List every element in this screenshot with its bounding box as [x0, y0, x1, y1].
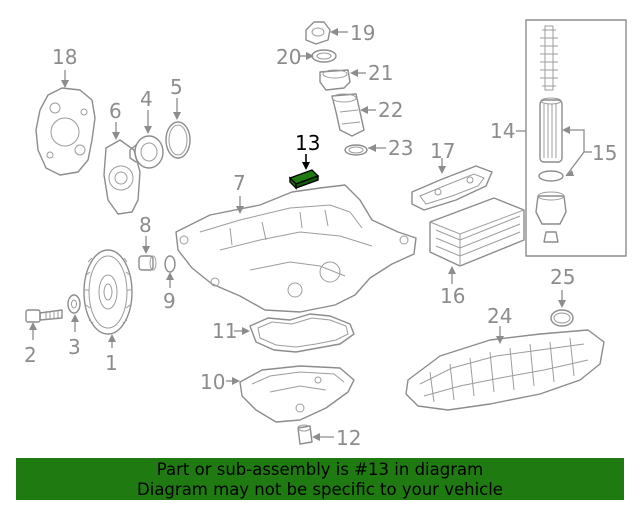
part-6-cover — [103, 139, 141, 215]
part-5-o-ring — [165, 121, 191, 159]
part-18-timing-cover — [35, 87, 96, 176]
callout-2: 2 — [24, 343, 37, 367]
callout-10: 10 — [200, 370, 225, 394]
callout-20: 20 — [276, 45, 301, 69]
part-11-gasket — [249, 313, 355, 353]
part-20-seal — [311, 49, 337, 63]
banner-line-part: Part or sub-assembly is #13 in diagram — [156, 460, 484, 479]
callout-6: 6 — [109, 99, 122, 123]
callout-16: 16 — [440, 284, 465, 308]
callout-11: 11 — [212, 319, 237, 343]
callout-5: 5 — [170, 75, 183, 99]
part-12-drain-plug — [297, 424, 313, 445]
part-3-washer — [67, 294, 81, 314]
part-9-seal — [164, 255, 176, 273]
callout-3: 3 — [68, 335, 81, 359]
callout-17: 17 — [430, 139, 455, 163]
banner-line-disclaimer: Diagram may not be specific to your vehi… — [137, 480, 503, 499]
info-banner: Part or sub-assembly is #13 in diagram D… — [16, 458, 624, 500]
part-8-plug — [138, 255, 157, 271]
callout-18: 18 — [52, 45, 77, 69]
callout-23: 23 — [388, 136, 413, 160]
part-14-oil-filter-box — [525, 19, 627, 257]
part-24-manifold — [405, 329, 605, 411]
callout-7: 7 — [233, 171, 246, 195]
callout-8: 8 — [139, 213, 152, 237]
part-23-o-ring — [344, 144, 368, 156]
callout-22: 22 — [378, 98, 403, 122]
part-13-highlighted — [288, 169, 320, 190]
callout-4: 4 — [140, 87, 153, 111]
callout-13: 13 — [295, 131, 320, 155]
callout-12: 12 — [336, 426, 361, 450]
part-1-flexplate — [83, 249, 133, 335]
callout-15: 15 — [592, 141, 617, 165]
part-19-cap — [305, 21, 331, 45]
callout-14: 14 — [490, 119, 515, 143]
callout-9: 9 — [163, 289, 176, 313]
part-10-oil-pan-lower — [239, 365, 355, 423]
callout-24: 24 — [487, 304, 512, 328]
part-25-o-ring — [550, 309, 574, 327]
part-7-oil-pan-upper — [175, 184, 417, 313]
callout-21: 21 — [368, 61, 393, 85]
part-4-pump — [129, 135, 164, 169]
part-22-filler-tube — [331, 93, 365, 137]
callout-1: 1 — [105, 351, 118, 375]
callout-25: 25 — [550, 265, 575, 289]
part-21-filler-neck — [319, 69, 351, 91]
part-17-gasket — [411, 165, 493, 211]
callout-19: 19 — [350, 21, 375, 45]
part-16-oil-cooler — [429, 197, 525, 267]
part-2-bolt — [25, 309, 63, 323]
